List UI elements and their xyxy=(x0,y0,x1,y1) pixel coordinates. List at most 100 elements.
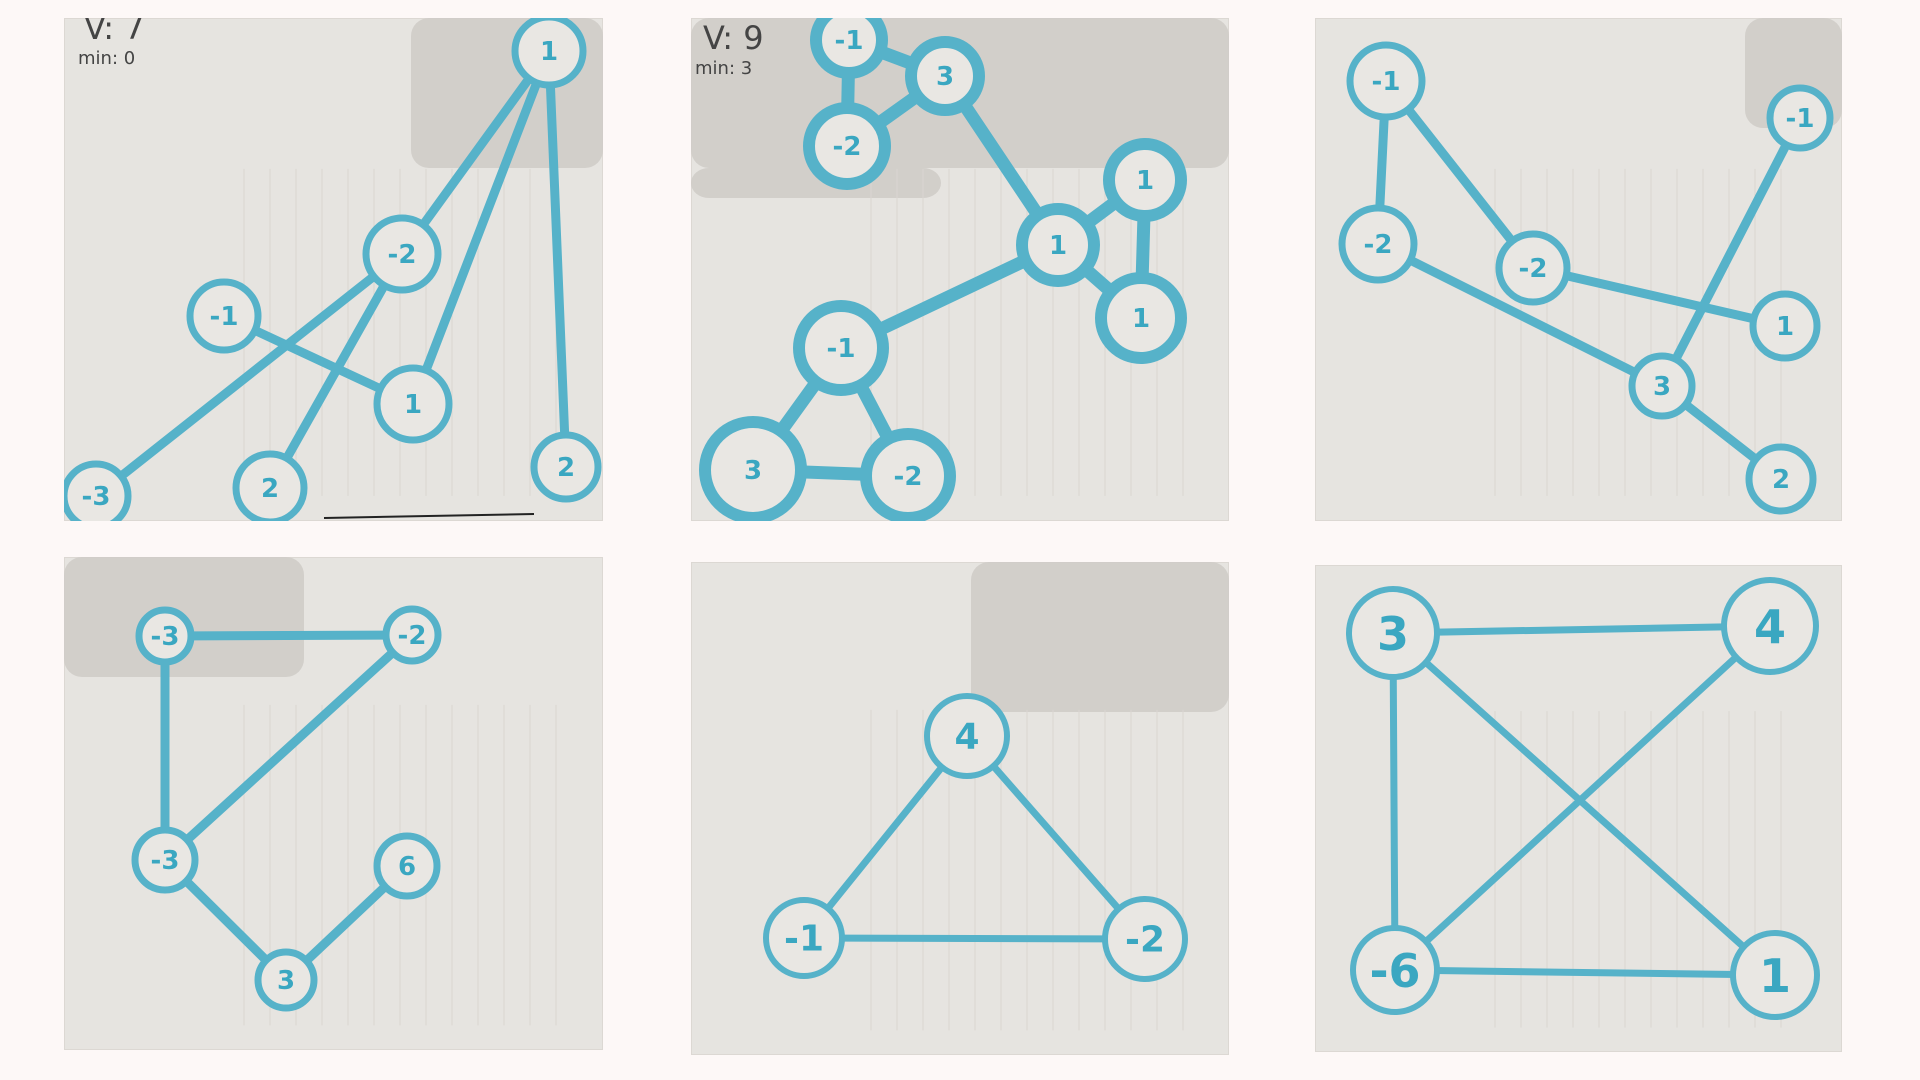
graph-edge xyxy=(1389,629,1399,974)
graph-node: 2 xyxy=(232,450,308,521)
graph-node: -6 xyxy=(1350,925,1440,1015)
graph-edge xyxy=(397,46,554,259)
node-circle xyxy=(1721,577,1819,675)
node-circle xyxy=(1346,41,1426,121)
node-circle xyxy=(803,102,891,190)
graph-node: 1 xyxy=(1730,930,1820,1020)
graph-node: -1 xyxy=(763,897,845,979)
paper-grid xyxy=(870,709,1184,1031)
node-circle xyxy=(1016,203,1100,287)
graph-node: 4 xyxy=(1721,577,1819,675)
node-label: -6 xyxy=(1369,944,1420,998)
node-label: 2 xyxy=(1772,465,1790,495)
node-circle xyxy=(1102,896,1188,982)
graph-node: -1 xyxy=(186,278,262,354)
graph-edge xyxy=(1373,239,1667,391)
node-label: 1 xyxy=(404,390,422,420)
graph-node: 3 xyxy=(254,948,318,1012)
graph-node: -2 xyxy=(1102,896,1188,982)
node-circle xyxy=(1749,290,1821,362)
node-circle xyxy=(1730,930,1820,1020)
graph-canvas-3: -1 -1 -2 -2 1 3 2 xyxy=(1338,18,1842,515)
graph-node: -1 xyxy=(1766,84,1834,152)
node-label: -1 xyxy=(210,302,239,332)
node-circle xyxy=(1346,586,1440,680)
graph-edge xyxy=(1391,966,1779,979)
node-label: 3 xyxy=(277,966,295,996)
node-label: -2 xyxy=(388,240,417,270)
graph-edge xyxy=(1391,622,1774,974)
node-label: -3 xyxy=(151,622,180,652)
node-label: -1 xyxy=(1372,67,1401,97)
node-label: -2 xyxy=(1364,230,1393,260)
node-circle xyxy=(1745,443,1817,515)
node-circle xyxy=(373,832,441,900)
graph-edge xyxy=(544,46,571,472)
graph-node: 1 xyxy=(373,364,453,444)
graph-edge xyxy=(91,249,407,501)
graph-node: -3 xyxy=(131,826,199,894)
graph-node: 3 xyxy=(699,416,807,521)
graph-node: 2 xyxy=(530,431,602,503)
min-note-1: min: 0 xyxy=(78,48,136,69)
shadow-region xyxy=(971,562,1229,712)
node-circle xyxy=(362,214,442,294)
node-label: 3 xyxy=(1653,372,1671,402)
graph-edge xyxy=(1389,629,1779,979)
node-circle xyxy=(1350,925,1440,1015)
node-label: 4 xyxy=(1754,600,1786,654)
graph-edge xyxy=(1381,76,1538,273)
node-circle xyxy=(1338,204,1418,284)
graph-node: 3 xyxy=(1346,586,1440,680)
graph-node: 1 xyxy=(1095,272,1187,364)
node-circle xyxy=(135,606,195,666)
node-label: 3 xyxy=(936,62,954,92)
node-label: 2 xyxy=(557,453,575,483)
node-circle xyxy=(1495,230,1571,306)
node-label: -3 xyxy=(82,482,111,512)
node-circle xyxy=(186,278,262,354)
node-label: 3 xyxy=(744,456,762,486)
node-circle xyxy=(232,450,308,521)
graph-node: 2 xyxy=(1745,443,1817,515)
graph-node: -2 xyxy=(382,605,442,665)
node-circle xyxy=(1095,272,1187,364)
node-circle xyxy=(511,18,587,89)
node-circle xyxy=(793,300,889,396)
graph-node: 1 xyxy=(1749,290,1821,362)
graph-node: 3 xyxy=(1628,352,1696,420)
graph-node: -2 xyxy=(860,428,956,521)
graph-node: -3 xyxy=(64,460,132,521)
node-label: -1 xyxy=(1786,104,1815,134)
graph-canvas-5: 4-1-2 xyxy=(763,562,1229,1031)
pen-mark xyxy=(323,513,535,519)
graph-edge xyxy=(800,934,1149,943)
node-label: -1 xyxy=(827,334,856,364)
node-label: 1 xyxy=(1759,949,1791,1003)
node-circle xyxy=(1766,84,1834,152)
node-circle xyxy=(905,36,985,116)
node-label: 3 xyxy=(1377,607,1409,661)
graph-canvas-6: 3 4 -6 1 xyxy=(1346,577,1820,1028)
node-label: -2 xyxy=(833,132,862,162)
graph-node: -1 xyxy=(793,300,889,396)
node-label: -2 xyxy=(1519,254,1548,284)
node-label: -3 xyxy=(151,846,180,876)
graph-node: -1 xyxy=(1346,41,1426,121)
node-label: -1 xyxy=(835,26,864,56)
node-circle xyxy=(699,416,807,521)
node-circle xyxy=(64,460,132,521)
node-label: 1 xyxy=(1049,231,1067,261)
node-label: 1 xyxy=(1776,312,1794,342)
vertex-count-note-2: V: 9 xyxy=(703,19,764,57)
graph-node: 1 xyxy=(1103,138,1187,222)
node-label: -1 xyxy=(784,919,824,960)
vertex-count-note-1: V: 7 xyxy=(84,18,145,47)
node-label: 1 xyxy=(1136,166,1154,196)
graph-node: -2 xyxy=(1495,230,1571,306)
graph-node: -3 xyxy=(135,606,195,666)
